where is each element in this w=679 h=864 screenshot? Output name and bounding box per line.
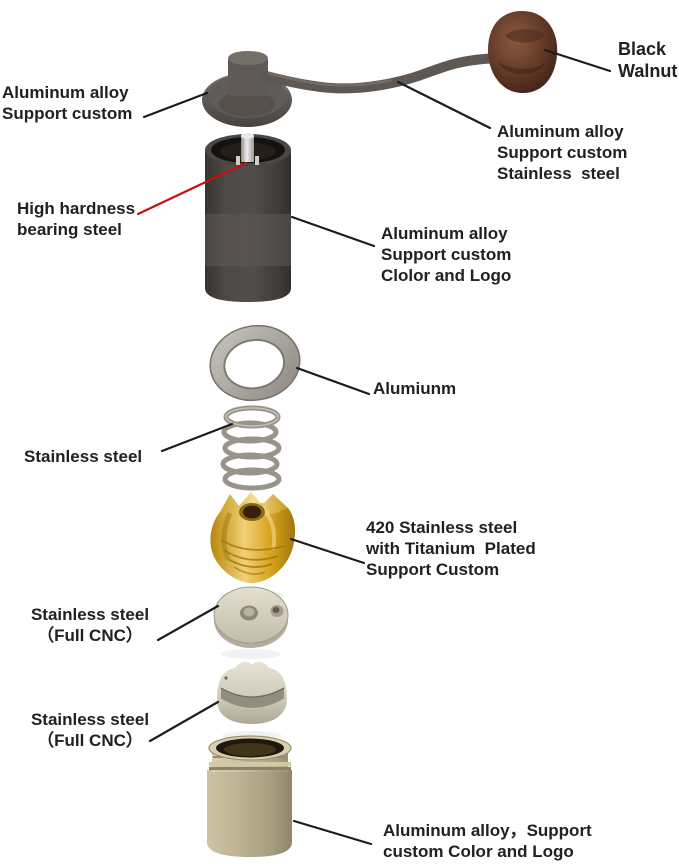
handle-knob-walnut: [488, 11, 558, 94]
label-cup: Aluminum alloy，Support custom Color and …: [383, 821, 592, 861]
adjustment-knob: [217, 661, 287, 741]
label-burr: 420 Stainless steel with Titanium Plated…: [366, 518, 536, 579]
washer-ring: [209, 324, 301, 402]
bearing-shaft: [236, 133, 259, 165]
base-plate: [213, 586, 289, 659]
label-bearing: High hardness bearing steel: [17, 199, 136, 239]
grinder-body: [205, 134, 291, 302]
label-adjust-knob: Stainless steel （Full CNC）: [30, 710, 150, 750]
callout-line-base-plate: [156, 604, 220, 642]
crank-cap: [202, 51, 292, 127]
callout-line-adjust-knob: [148, 700, 220, 743]
callout-line-spring: [160, 422, 234, 453]
label-ring: Alumiunm: [373, 379, 457, 398]
label-crank-cap: Aluminum alloy Support custom: [2, 83, 133, 123]
burr-core: [210, 492, 296, 602]
callout-line-burr: [289, 537, 366, 565]
callout-line-black-walnut: [543, 48, 612, 73]
spring: [220, 405, 282, 491]
label-base-plate: Stainless steel （Full CNC）: [30, 605, 150, 645]
callout-line-ring: [295, 366, 371, 396]
label-spring: Stainless steel: [24, 447, 143, 466]
callout-line-bearing: [136, 161, 248, 216]
label-body: Aluminum alloy Support custom Clolor and…: [381, 224, 512, 285]
callout-line-handle-arm: [396, 80, 492, 130]
grounds-cup: [207, 735, 292, 857]
callout-line-body: [290, 215, 376, 248]
callout-line-cup: [292, 819, 373, 846]
label-black-walnut: Black Walnut: [618, 39, 678, 81]
handle-arm: [261, 53, 505, 94]
label-handle-arm: Aluminum alloy Support custom Stainless …: [497, 122, 628, 183]
callout-line-crank-cap: [142, 91, 209, 119]
